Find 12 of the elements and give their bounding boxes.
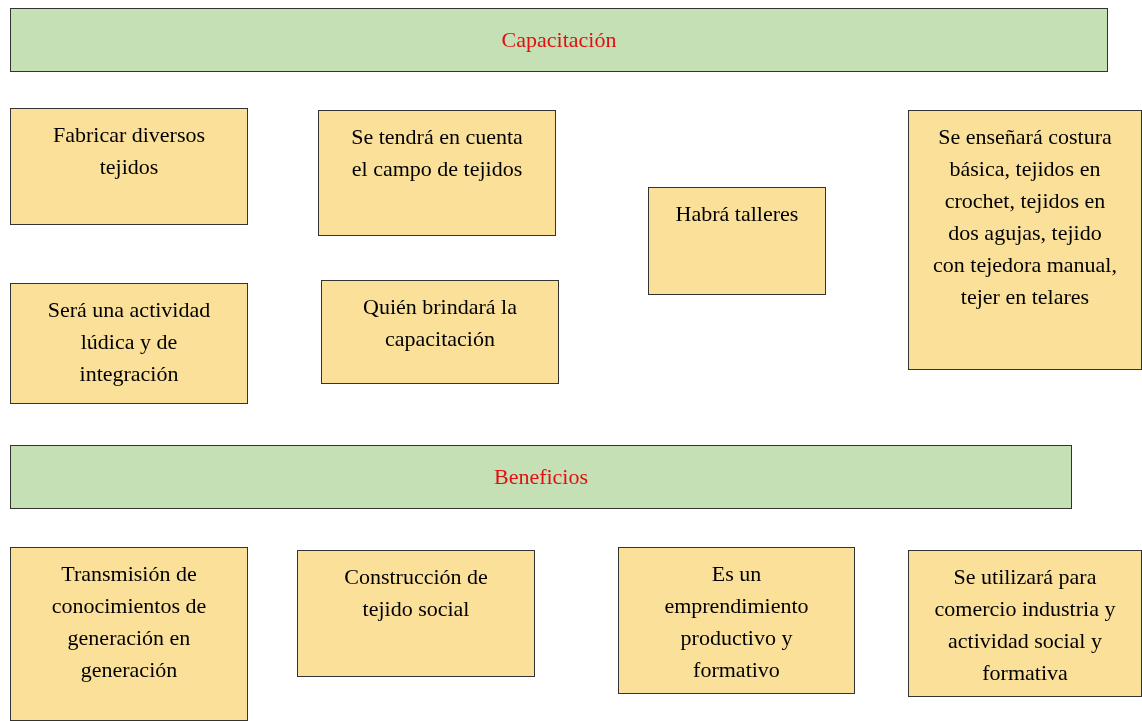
text-box: Construcción de tejido social xyxy=(297,550,535,677)
text-box: Es un emprendimiento productivo y formativo xyxy=(618,547,855,694)
text-box: Quién brindará la capacitación xyxy=(321,280,559,384)
text-box: Transmisión de conocimientos de generación en generación xyxy=(10,547,248,721)
text-box: Se enseñará costura básica, tejidos en crochet, tejidos en dos agujas, tejido con tejedora manual, tejer en telares xyxy=(908,110,1142,370)
text-box: Fabricar diversos tejidos xyxy=(10,108,248,225)
text-box: Se utilizará para comercio industria y actividad social y formativa xyxy=(908,550,1142,697)
text-box: Será una actividad lúdica y de integración xyxy=(10,283,248,404)
heading-band: Beneficios xyxy=(10,445,1072,509)
text-box: Habrá talleres xyxy=(648,187,826,295)
heading-band: Capacitación xyxy=(10,8,1108,72)
text-box: Se tendrá en cuenta el campo de tejidos xyxy=(318,110,556,236)
